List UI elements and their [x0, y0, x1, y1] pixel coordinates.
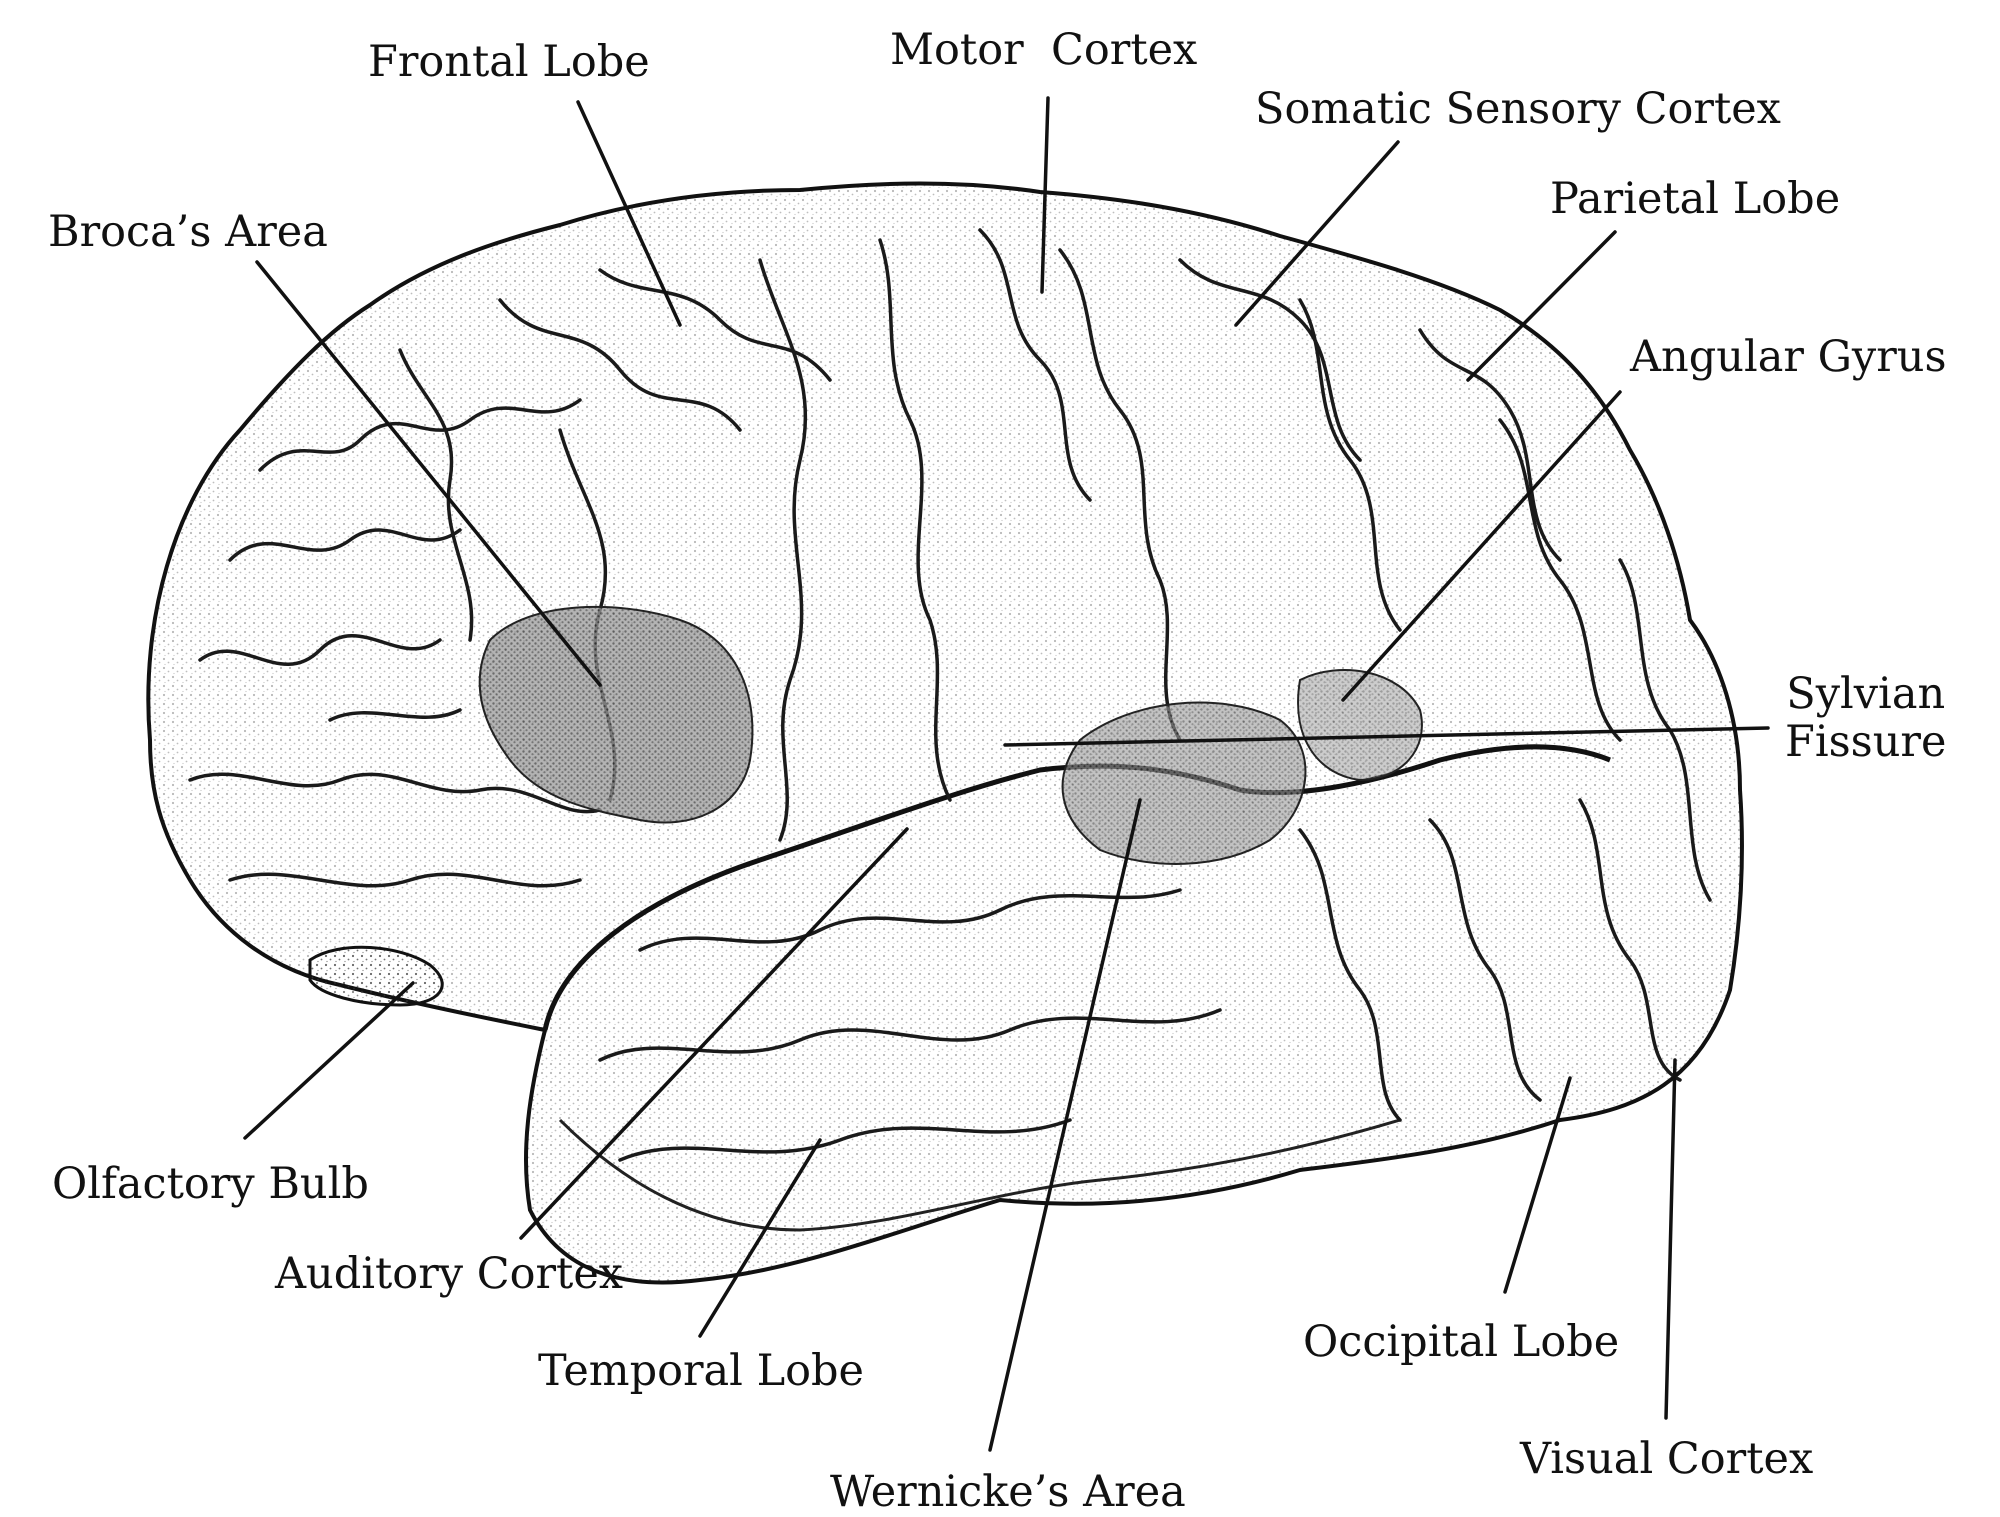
leader-motor-cortex	[1040, 96, 1050, 294]
label-somatic-sensory-cortex: Somatic Sensory Cortex	[1255, 84, 1781, 134]
label-temporal-lobe: Temporal Lobe	[538, 1346, 865, 1396]
leader-frontal-lobe	[576, 100, 682, 327]
label-wernickes-area: Wernicke’s Area	[830, 1467, 1186, 1517]
label-frontal-lobe: Frontal Lobe	[368, 37, 650, 87]
leader-parietal-lobe	[1466, 230, 1617, 382]
gyri-folds	[188, 228, 1712, 1162]
label-sylvian-line2: Fissure	[1785, 717, 1947, 768]
leader-visual-cortex	[1664, 1058, 1677, 1420]
brocas-area-shading	[478, 605, 754, 824]
leader-occipital-lobe	[1503, 1076, 1572, 1294]
leader-somatic-sensory-cortex	[1234, 140, 1400, 327]
temporal-lower-edge	[558, 1118, 1401, 1232]
label-angular-gyrus: Angular Gyrus	[1630, 332, 1947, 382]
label-visual-cortex: Visual Cortex	[1520, 1434, 1814, 1484]
leader-wernickes-area	[988, 798, 1142, 1452]
leader-olfactory-bulb	[243, 981, 415, 1140]
label-sylvian-fissure: Sylvian Fissure	[1785, 670, 1946, 766]
label-olfactory-bulb: Olfactory Bulb	[52, 1159, 369, 1209]
leader-angular-gyrus	[1341, 390, 1622, 702]
label-parietal-lobe: Parietal Lobe	[1550, 174, 1841, 224]
wernickes-area-shading	[1061, 701, 1307, 865]
leader-auditory-cortex	[519, 827, 909, 1240]
olfactory-bulb-shape	[308, 945, 444, 1007]
label-sylvian-line1: Sylvian	[1786, 669, 1946, 719]
leader-sylvian-fissure	[1003, 726, 1770, 747]
leader-lines	[243, 96, 1770, 1452]
leader-brocas-area	[255, 260, 602, 687]
leader-temporal-lobe	[698, 1138, 822, 1338]
label-occipital-lobe: Occipital Lobe	[1303, 1317, 1620, 1367]
label-auditory-cortex: Auditory Cortex	[275, 1249, 624, 1299]
label-brocas-area: Broca’s Area	[48, 207, 328, 257]
cerebrum-outline	[146, 181, 1744, 1285]
label-motor-cortex: Motor Cortex	[890, 25, 1198, 75]
